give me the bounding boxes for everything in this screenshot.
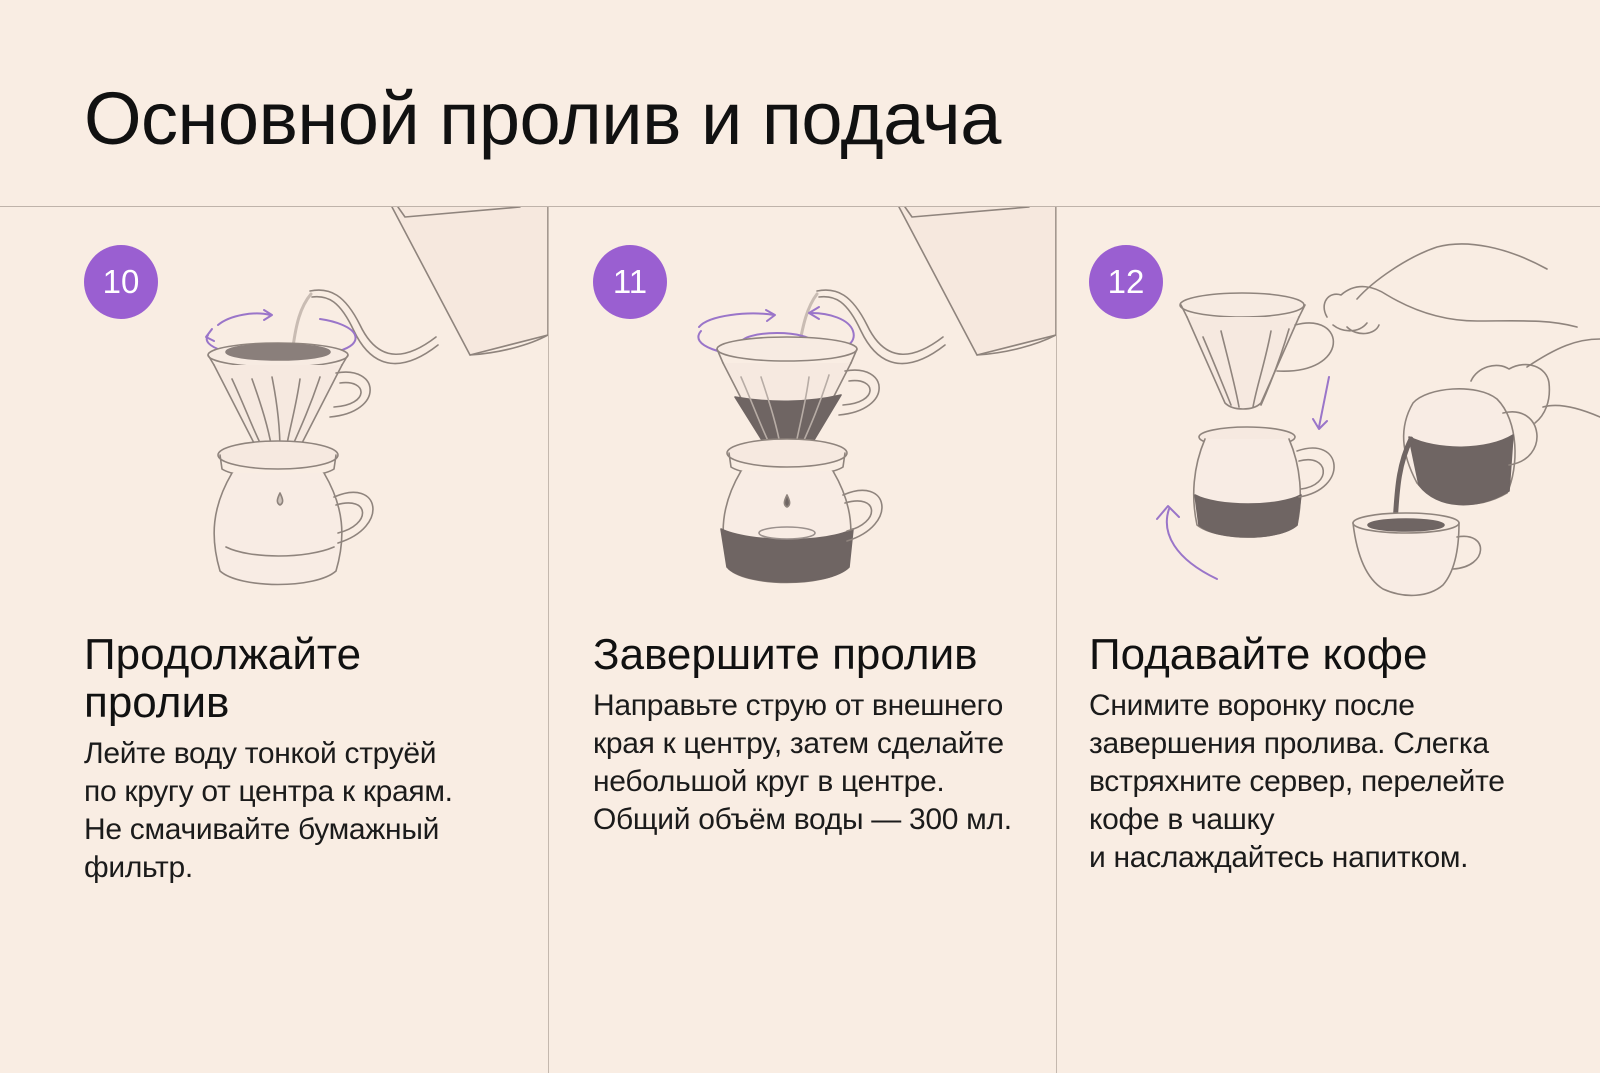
dripper-icon: [207, 342, 371, 452]
hand-icon: [1323, 243, 1578, 335]
step-number-badge: 12: [1089, 245, 1163, 319]
pour-over-finish-illustration: [697, 207, 1056, 584]
serve-coffee-illustration: [1156, 243, 1600, 597]
column-divider-2: [1056, 207, 1057, 1073]
dripper-icon: [1179, 292, 1335, 410]
server-icon: [720, 470, 883, 584]
pour-over-continue-illustration: [205, 207, 548, 586]
column-divider-1: [548, 207, 549, 1073]
carafe-icon: [1402, 388, 1538, 506]
down-arrow-icon: [1312, 376, 1330, 430]
step-number-badge: 11: [593, 245, 667, 319]
step-10-panel: 10 Продолжайте пролив Лейте воду тонкой …: [0, 207, 548, 1073]
pouring-hand-icon: [1470, 338, 1600, 424]
kettle-icon: [309, 207, 548, 365]
cup-icon: [1352, 512, 1482, 597]
server-icon: [213, 472, 374, 586]
kettle-icon: [816, 207, 1056, 365]
step-description: Снимите воронку после завершения пролива…: [1089, 689, 1505, 874]
server-icon: [1192, 426, 1335, 538]
step-title: Завершите пролив: [593, 630, 978, 679]
step-title: Продолжайте пролив: [84, 630, 362, 727]
step-12-panel: 12 Подавайте кофе Снимите воронку после …: [1057, 207, 1600, 1073]
header-divider: [0, 206, 1600, 207]
step-description: Направьте струю от внешнего края к центр…: [593, 689, 1012, 836]
page-title: Основной пролив и подача: [84, 77, 1001, 160]
swirl-arrow-icon: [1156, 505, 1218, 580]
dripper-icon: [716, 336, 880, 452]
step-number-badge: 10: [84, 245, 158, 319]
step-title: Подавайте кофе: [1089, 630, 1428, 679]
step-description: Лейте воду тонкой струёй по кругу от цен…: [84, 737, 453, 884]
step-11-panel: 11 Завершите пролив Направьте струю от в…: [549, 207, 1056, 1073]
